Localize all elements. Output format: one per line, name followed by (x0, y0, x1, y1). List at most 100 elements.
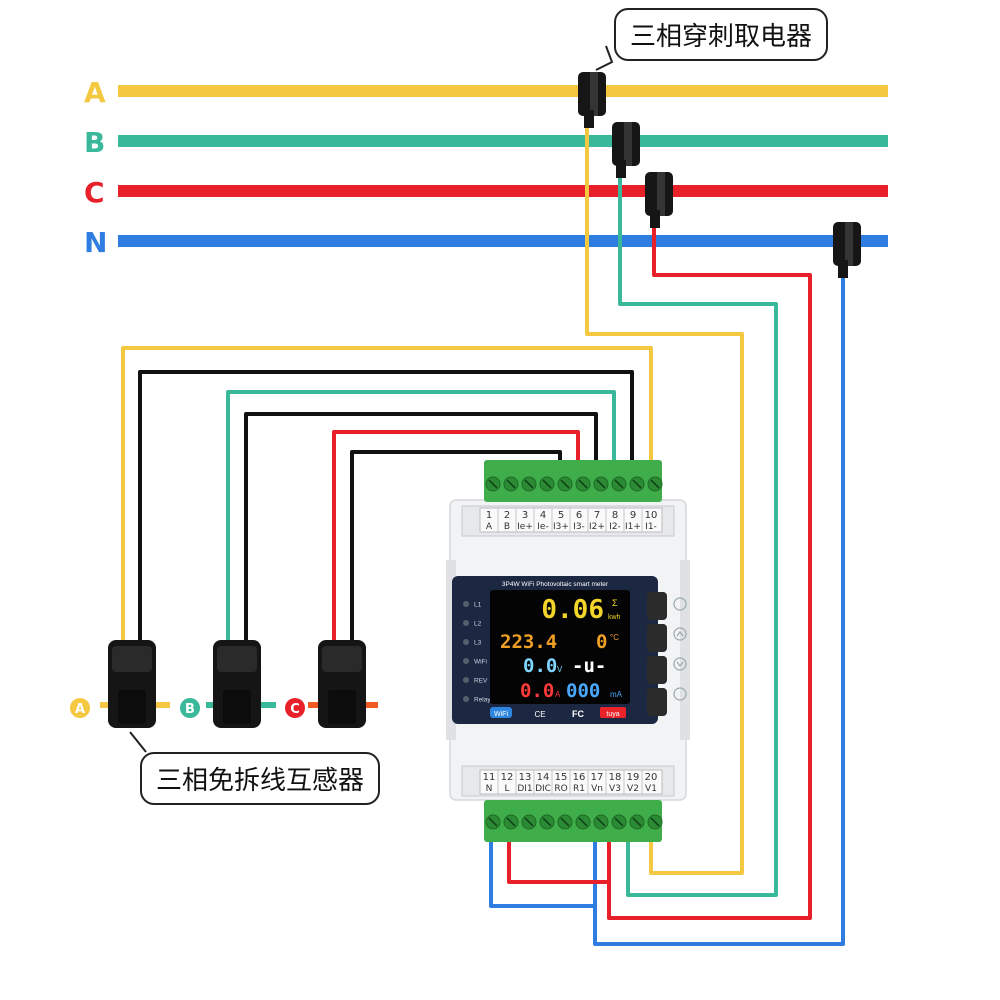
fc-mark: FC (572, 709, 584, 719)
led-indicator (463, 620, 469, 626)
ct-label-a: A (75, 702, 85, 717)
ct-wire-b-plus (226, 390, 616, 648)
top-terminal-label: I2+ (589, 522, 605, 532)
lcd-temp: 0 (596, 631, 607, 653)
ct-c: C (285, 640, 378, 728)
lcd-energy-unit: kwh (608, 614, 621, 621)
lcd-dash: -u- (572, 655, 606, 677)
voltage-wire-c (607, 212, 812, 920)
lcd-energy-sigma: Σ (612, 598, 618, 608)
top-terminal-number: 1 (486, 510, 492, 521)
clamp-b (612, 122, 640, 178)
ct-wire-c-plus (332, 430, 580, 648)
lcd-temp-unit: °C (610, 633, 619, 642)
led-label: L2 (474, 621, 482, 628)
voltage-wire-n (593, 262, 845, 946)
ce-mark: CE (534, 710, 545, 719)
bus-label-b: B (84, 126, 105, 159)
ct-callout: 三相免拆线互感器 (140, 752, 381, 805)
top-terminal-label: I1- (645, 522, 657, 532)
tuya-badge (600, 707, 626, 718)
lcd-a-unit: A (555, 690, 561, 699)
lcd-screen (490, 590, 630, 704)
power-icon (673, 597, 687, 611)
bottom-terminal-number: 18 (609, 772, 622, 783)
bottom-terminal-screws (485, 814, 663, 830)
clamp-callout-pointer (595, 45, 614, 71)
top-terminal-number: 10 (645, 510, 658, 521)
bottom-terminal-label: Vn (591, 784, 603, 794)
led-label: REV (474, 678, 488, 685)
bottom-terminal-label: L (504, 784, 509, 794)
top-terminal-number: 6 (576, 510, 582, 521)
ct-label-b: B (185, 702, 195, 717)
top-terminal-label: Ie- (537, 522, 548, 532)
bottom-terminal-label: V1 (645, 784, 657, 794)
ct-wire-b-minus (244, 412, 598, 648)
top-terminal-label: Ie+ (517, 522, 533, 532)
clamp-n (833, 222, 861, 278)
led-label: WiFi (474, 659, 487, 666)
led-indicator (463, 658, 469, 664)
bottom-terminal-number: 13 (519, 772, 532, 783)
top-terminal-number: 9 (630, 510, 636, 521)
led-indicator (463, 696, 469, 702)
clamp-c (645, 172, 673, 228)
wifi-badge-text: WiFi (494, 711, 508, 718)
up-arrow-icon (673, 627, 687, 641)
down-arrow-icon (673, 657, 687, 671)
meter-button-up[interactable] (647, 624, 687, 652)
bottom-terminal-label: DI1 (517, 784, 532, 794)
bottom-terminal-number: 15 (555, 772, 568, 783)
top-terminal-number: 3 (522, 510, 528, 521)
top-terminal-label: A (486, 522, 493, 532)
bottom-terminal-label: V2 (627, 784, 639, 794)
clamp-callout: 三相穿刺取电器 (614, 8, 829, 61)
lcd-current-a: 0.0 (520, 680, 554, 702)
lcd-ma-unit: mA (610, 690, 623, 699)
top-terminal-number: 5 (558, 510, 564, 521)
top-terminal-label: I3- (573, 522, 585, 532)
bottom-terminal-number: 16 (573, 772, 586, 783)
voltage-wire-a (585, 110, 744, 875)
ct-wire-c-minus (350, 450, 562, 648)
lcd-v-unit: V (557, 665, 563, 674)
top-terminal-number: 2 (504, 510, 510, 521)
tuya-badge-text: tuya (606, 711, 619, 718)
bottom-terminal-number: 12 (501, 772, 514, 783)
bus-label-c: C (84, 176, 105, 209)
meter-button-down[interactable] (647, 656, 687, 684)
top-terminal-number: 7 (594, 510, 600, 521)
led-indicator (463, 601, 469, 607)
bottom-terminal-label: V3 (609, 784, 621, 794)
bottom-terminal-block (484, 800, 662, 842)
meter-button-menu[interactable] (647, 687, 687, 716)
meter-button-power[interactable] (647, 592, 687, 620)
clamp-a (578, 72, 606, 128)
ct-label-c: C (290, 702, 300, 717)
supply-wire-n (489, 838, 595, 908)
bottom-terminal-number: 17 (591, 772, 604, 783)
bottom-terminal-number: 14 (537, 772, 550, 783)
led-indicator (463, 677, 469, 683)
lcd-voltage: 223.4 (500, 631, 557, 653)
top-terminal-label: I2- (609, 522, 621, 532)
bottom-terminal-label: N (486, 784, 493, 794)
meter-title: 3P4W WiFi Photovoltaic smart meter (502, 581, 609, 588)
bottom-terminal-label: RO (554, 784, 567, 794)
menu-icon (673, 687, 687, 701)
top-terminal-block (484, 460, 662, 502)
top-terminal-screws (485, 476, 663, 492)
supply-wire-l (507, 838, 609, 884)
top-terminal-number: 4 (540, 510, 546, 521)
lcd-energy: 0.06 (541, 595, 604, 625)
ct-wire-a-plus (121, 346, 653, 648)
bottom-terminal-number: 20 (645, 772, 658, 783)
bus-label-a: A (84, 76, 106, 109)
bottom-terminal-label: DIC (535, 784, 551, 794)
lcd-current-v: 0.0 (523, 655, 557, 677)
